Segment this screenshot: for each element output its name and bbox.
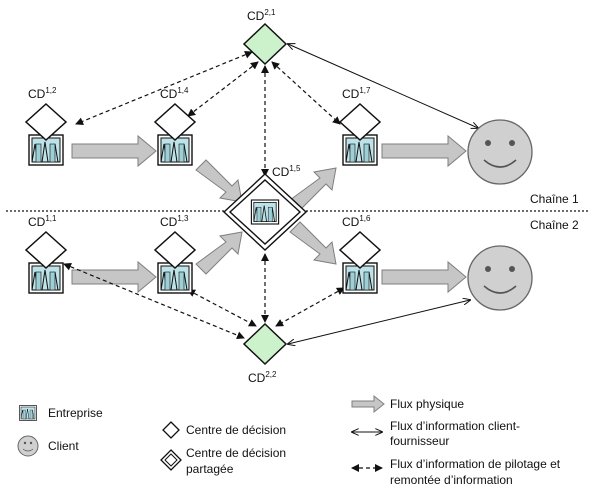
cd17-sup: 1,7: [359, 86, 371, 95]
legend-pilotage-label-2: remontée d’information: [390, 473, 513, 487]
svg-text:CD2,1: CD2,1: [247, 8, 276, 23]
enterprise-cd11: CD1,1: [24, 214, 68, 294]
decision-center-cd22: CD2,2: [242, 322, 288, 385]
legend-enterprise-icon: [19, 405, 37, 421]
enterprise-cd12: CD1,2: [24, 86, 68, 166]
legend-shared-label-1: Centre de décision: [186, 446, 286, 460]
cd21-sup: 2,1: [264, 8, 276, 17]
legend-client-label: Client: [48, 439, 79, 453]
enterprise-cd14: CD1,4: [153, 86, 197, 166]
cd13-sup: 1,3: [177, 214, 189, 223]
svg-text:CD1,2: CD1,2: [28, 86, 57, 101]
enterprise-cd13: CD1,3: [153, 214, 197, 294]
svg-text:CD1,7: CD1,7: [342, 86, 371, 101]
svg-text:CD1,5: CD1,5: [272, 164, 301, 179]
legend-decision-diamond-icon: [162, 421, 180, 439]
legend-shared-decision-icon: [160, 449, 182, 471]
legend-physical-label: Flux physique: [390, 397, 464, 411]
legend: Entreprise Client Centre de décision Cen…: [17, 394, 561, 487]
cd16-sup: 1,6: [359, 214, 371, 223]
svg-text:CD1,3: CD1,3: [160, 214, 189, 229]
svg-text:CD1,1: CD1,1: [28, 214, 57, 229]
cd13-label: CD: [160, 215, 178, 229]
cd21-label: CD: [247, 9, 265, 23]
legend-client-icon: [17, 435, 39, 457]
cd11-label: CD: [28, 215, 46, 229]
cd14-label: CD: [160, 87, 178, 101]
cd12-label: CD: [28, 87, 46, 101]
client-chain1: [467, 119, 533, 185]
client-flows: [288, 44, 478, 344]
svg-text:CD1,4: CD1,4: [160, 86, 189, 101]
legend-decision-label: Centre de décision: [186, 423, 286, 437]
legend-pilotage-label-1: Flux d’information de pilotage et: [390, 457, 561, 471]
cd11-sup: 1,1: [45, 214, 57, 223]
client-chain2: [467, 245, 533, 311]
enterprise-cd16: CD1,6: [338, 214, 382, 294]
cd15-sup: 1,5: [289, 164, 301, 173]
enterprise-cd17: CD1,7: [338, 86, 382, 166]
chain2-label: Chaîne 2: [530, 218, 579, 232]
legend-enterprise-label: Entreprise: [48, 406, 103, 420]
cd16-label: CD: [342, 215, 360, 229]
decision-center-cd21: CD2,1: [242, 8, 288, 66]
legend-client-flow-label-2: fournisseur: [390, 434, 449, 448]
legend-shared-label-2: partagée: [186, 462, 234, 476]
cd12-sup: 1,2: [45, 86, 57, 95]
chain1-label: Chaîne 1: [530, 192, 579, 206]
cd22-sup: 2,2: [265, 370, 277, 379]
legend-client-flow-label-1: Flux d’information client-: [390, 419, 520, 433]
cd15-label: CD: [272, 165, 290, 179]
shared-decision-center-cd15: CD1,5: [222, 164, 308, 251]
svg-text:CD1,6: CD1,6: [342, 214, 371, 229]
cd22-label: CD: [248, 371, 266, 385]
physical-flows: [71, 134, 467, 294]
cd17-label: CD: [342, 87, 360, 101]
legend-physical-flow-icon: [351, 394, 385, 414]
svg-text:CD2,2: CD2,2: [248, 370, 277, 385]
cd14-sup: 1,4: [177, 86, 189, 95]
